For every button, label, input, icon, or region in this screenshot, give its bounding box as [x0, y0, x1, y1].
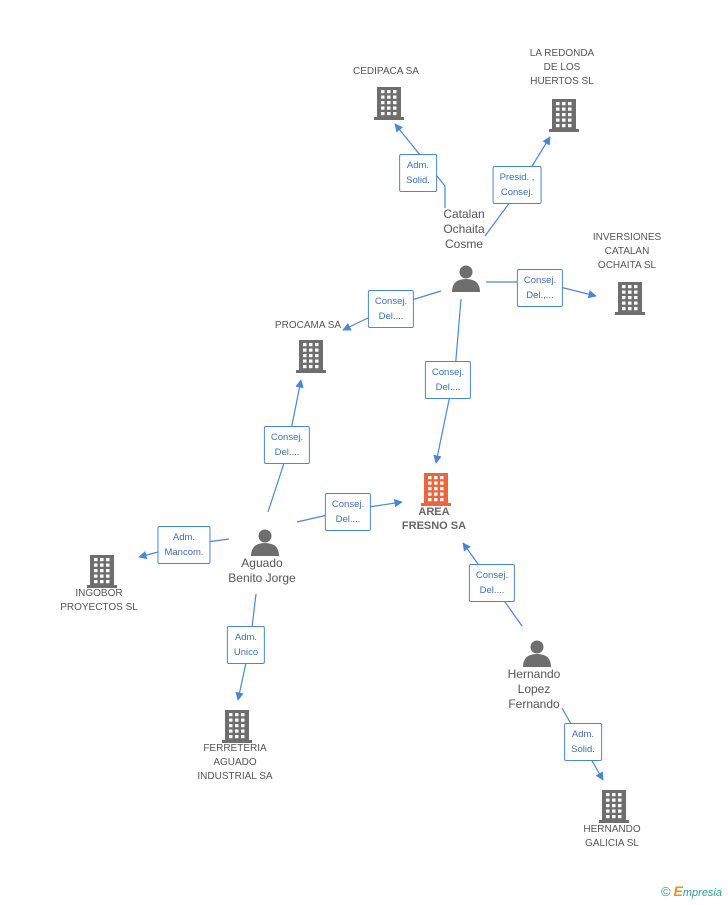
node-label-area[interactable]: AREA FRESNO SA — [401, 506, 467, 532]
edge-label-hernando-to-hgalicia[interactable]: Adm. Solid. — [564, 723, 602, 761]
person-icon-catalan[interactable] — [452, 265, 480, 293]
edge-label-aguado-to-ingobor[interactable]: Adm. Mancom. — [157, 526, 211, 564]
building-icon-inversiones[interactable] — [615, 282, 645, 315]
footer-brand: ©Empresia — [661, 883, 722, 899]
edge-label-aguado-to-ferreteria[interactable]: Adm. Unico — [226, 626, 266, 664]
building-icon-hgalicia[interactable] — [599, 790, 629, 823]
building-icon-ferreteria[interactable] — [222, 710, 252, 743]
edge-catalan-to-cedipaca — [394, 123, 446, 208]
person-icon-hernando[interactable] — [523, 640, 551, 668]
brand-name: mpresia — [682, 887, 722, 899]
edge-label-aguado-to-procama[interactable]: Consej. Del.... — [263, 426, 311, 464]
edge-label-catalan-to-cedipaca[interactable]: Adm. Solid. — [399, 154, 437, 192]
node-label-procama[interactable]: PROCAMA SA — [274, 320, 342, 331]
copyright-icon: © — [660, 884, 671, 899]
building-icon-area[interactable] — [421, 473, 451, 506]
edge-label-catalan-to-redonda[interactable]: Presid. , Consej. — [492, 166, 542, 204]
edge-label-hernando-to-area[interactable]: Consej. Del.... — [468, 564, 516, 602]
edge-label-aguado-to-area[interactable]: Consej. Del.... — [324, 493, 372, 531]
node-label-catalan[interactable]: Catalan Ochaita Cosme — [443, 207, 485, 251]
node-label-hernando[interactable]: Hernando Lopez Fernando — [507, 667, 561, 711]
edge-label-catalan-to-procama[interactable]: Consej. Del.... — [367, 290, 415, 328]
node-label-ingobor[interactable]: INGOBOR PROYECTOS SL — [60, 588, 138, 613]
node-label-ferreteria[interactable]: FERRETERIA AGUADO INDUSTRIAL SA — [197, 743, 273, 782]
person-icon-aguado[interactable] — [251, 529, 279, 557]
building-icon-cedipaca[interactable] — [374, 87, 404, 120]
building-icon-ingobor[interactable] — [87, 555, 117, 588]
edge-label-catalan-to-inversiones[interactable]: Consej. Del.,... — [516, 269, 564, 307]
building-icon-redonda[interactable] — [549, 99, 579, 132]
node-label-cedipaca[interactable]: CEDIPACA SA — [353, 66, 419, 77]
node-label-redonda[interactable]: LA REDONDA DE LOS HUERTOS SL — [529, 48, 595, 87]
building-icon-procama[interactable] — [296, 340, 326, 373]
node-label-hgalicia[interactable]: HERNANDO GALICIA SL — [583, 824, 641, 849]
edge-label-catalan-to-area[interactable]: Consej. Del.... — [424, 361, 472, 399]
brand-initial: E — [673, 883, 683, 899]
node-label-aguado[interactable]: Aguado Benito Jorge — [228, 556, 296, 585]
node-label-inversiones[interactable]: INVERSIONES CATALAN OCHAITA SL — [592, 232, 662, 271]
